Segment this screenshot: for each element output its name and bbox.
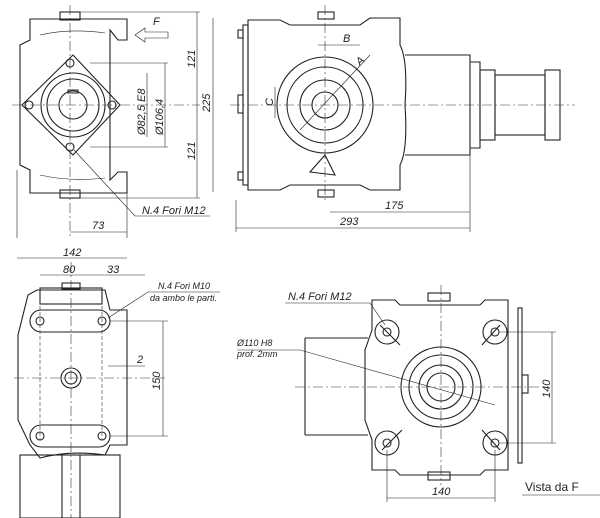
bore-note: Ø110 H8: [236, 338, 272, 348]
holes-note-m10: N.4 Fori M10: [158, 281, 210, 291]
dia-bolt-circle: Ø106,4: [154, 99, 166, 136]
dim-vertical: 140: [541, 379, 553, 398]
view-arrow-icon: [134, 27, 169, 43]
label-a: A: [353, 54, 367, 68]
holes-note-m12: N.4 Fori M12: [288, 291, 352, 303]
dim-offset: 73: [92, 220, 105, 232]
dim-horizontal: 140: [432, 486, 451, 498]
dim-width: 142: [63, 247, 81, 259]
view-arrow-label: F: [153, 16, 161, 28]
view-from-f: N.4 Fori M12 Ø110 H8 prof. 2mm 140 140 V…: [236, 285, 600, 502]
label-c: C: [264, 98, 276, 106]
bore-depth: prof. 2mm: [236, 349, 278, 359]
dim-edge: 33: [107, 264, 120, 276]
side-view: B A C 175 293: [230, 5, 575, 232]
dim-overall: 293: [339, 216, 359, 228]
bolt-hole: [490, 438, 500, 448]
view-caption: Vista da F: [525, 480, 579, 494]
dim-total: 225: [201, 93, 213, 113]
label-b: B: [343, 33, 350, 45]
bolt-hole: [490, 327, 500, 337]
dim-step: 2: [136, 354, 143, 366]
dim-lower: 121: [186, 142, 198, 160]
front-view: F 121 225 121 Ø82,5 E8 Ø106,4 N.4 Fori M…: [12, 5, 214, 238]
mounting-flange: [21, 54, 121, 156]
bolt-hole: [382, 327, 392, 337]
holes-note-both-sides: da ambo le parti.: [150, 293, 217, 303]
bolt-hole: [382, 438, 392, 448]
dim-holes: 80: [63, 264, 76, 276]
dim-shaft: 175: [385, 200, 404, 212]
holes-note: N.4 Fori M12: [142, 205, 206, 217]
dim-upper: 121: [186, 50, 198, 68]
dim-height: 150: [151, 371, 163, 390]
dia-pilot: Ø82,5 E8: [136, 88, 148, 136]
bottom-view: 142 80 33 N.4 Fori M10 da ambo le parti.…: [14, 247, 220, 518]
